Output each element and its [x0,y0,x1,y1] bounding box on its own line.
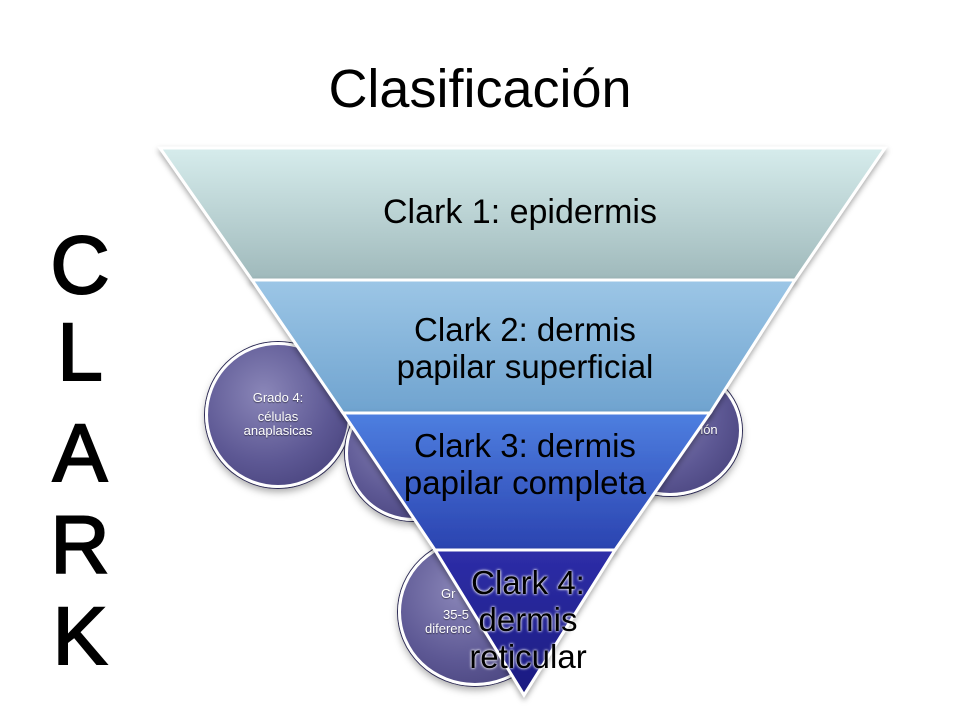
right-circle-text: ión [700,422,718,438]
bottom-circle-line1: Gr [441,585,456,601]
bottom-circle-line3: diferenc [425,621,472,637]
bottom-circle-line2: 35-5 [443,606,470,622]
slide-title: Clasificación [328,59,632,119]
clark-letter-a: A [52,408,109,499]
clark-letter-c: C [49,220,110,311]
clark-1-label: Clark 1: epidermis [383,193,657,231]
clark-3-label: Clark 3: dermis papilar completa [403,427,647,501]
clark-4-label: Clark 4: dermis reticular [469,564,587,675]
clark-letter-l: L [56,307,104,398]
grade-4-text: células anaplasicas [243,408,313,439]
clark-letter-r: R [49,500,110,591]
grade-4-heading: Grado 4: [252,389,304,405]
clark-letter-k: K [52,591,109,682]
band-clark-4 [432,548,618,698]
clark-2-label: Clark 2: dermis papilar superficial [396,311,654,385]
